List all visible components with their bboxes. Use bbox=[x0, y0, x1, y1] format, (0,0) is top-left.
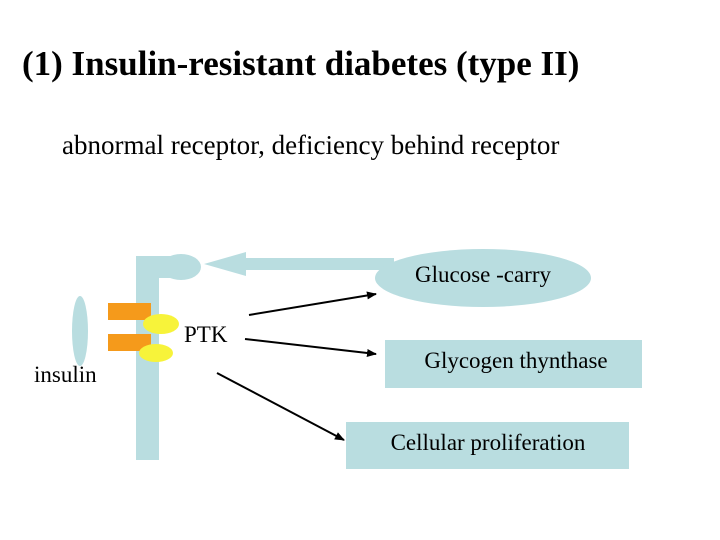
feedback-arrow-head bbox=[204, 252, 246, 276]
insulin-bar-top bbox=[108, 303, 151, 320]
glycogen-synthase-label: Glycogen thynthase bbox=[424, 348, 608, 373]
feedback-arrow-shaft bbox=[244, 258, 394, 270]
glucose-carry-ellipse bbox=[375, 249, 591, 307]
ptk-label: PTK bbox=[184, 322, 228, 347]
proliferation-box bbox=[346, 422, 629, 469]
insulin-molecule bbox=[72, 296, 88, 366]
arrow-to-glycogen bbox=[244, 338, 377, 357]
insulin-bar-bottom bbox=[108, 334, 151, 351]
glucose-carry-label: Glucose -carry bbox=[414, 262, 551, 287]
slide-subtitle: abnormal receptor, deficiency behind rec… bbox=[62, 130, 560, 160]
arrow-to-proliferation bbox=[216, 372, 345, 441]
ptk-domain-bottom bbox=[139, 344, 173, 362]
slide-title: (1) Insulin-resistant diabetes (type II) bbox=[22, 44, 580, 83]
cellular-proliferation-label: Cellular proliferation bbox=[390, 430, 586, 455]
ptk-domain-top bbox=[143, 314, 179, 334]
arrow-to-glucose bbox=[248, 291, 377, 316]
glycogen-box bbox=[385, 340, 642, 388]
insulin-label: insulin bbox=[34, 362, 97, 387]
receptor-cap-end bbox=[161, 254, 201, 280]
